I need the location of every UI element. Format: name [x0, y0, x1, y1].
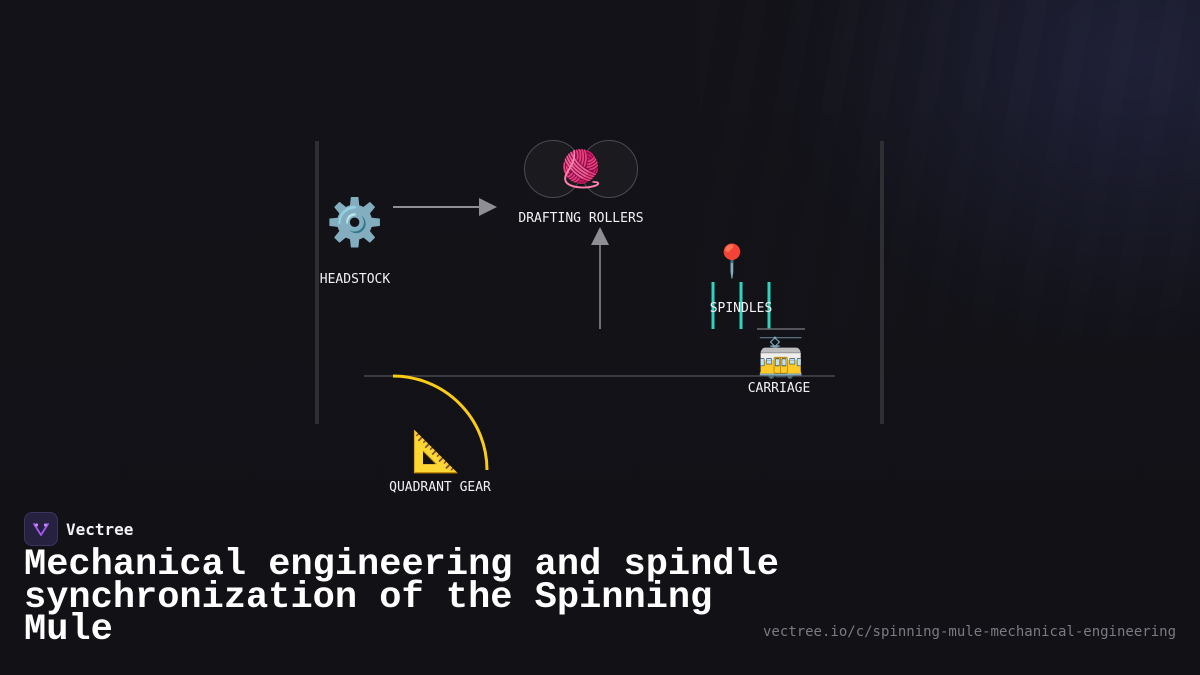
quadrant-gear-label: QUADRANT GEAR: [389, 480, 491, 495]
headstock-node: ⚙️ HEADSTOCK: [320, 195, 391, 287]
brand: Vectree: [24, 512, 133, 546]
yarn-ball-icon: 🧶: [559, 148, 604, 190]
page-title: Mechanical engineering and spindle synch…: [24, 544, 779, 651]
spindles-node: 📍 SPINDLES: [710, 242, 773, 329]
background-rays: [700, 0, 1200, 675]
gear-icon: ⚙️: [326, 195, 383, 249]
carriage-node: 🚋 CARRIAGE: [748, 328, 811, 396]
quadrant-gear-node: 📐 QUADRANT GEAR: [389, 374, 491, 495]
tram-car-icon: 🚋: [757, 336, 804, 380]
brand-name: Vectree: [66, 519, 134, 539]
vectree-logo-icon: [24, 512, 58, 546]
roller-right: [580, 140, 638, 198]
carriage-label: CARRIAGE: [748, 381, 811, 396]
drafting-rollers-label: DRAFTING ROLLERS: [518, 211, 643, 226]
round-pushpin-icon: 📍: [712, 242, 752, 280]
quadrant-arc: [392, 374, 489, 471]
headstock-label: HEADSTOCK: [320, 272, 391, 287]
page-url: vectree.io/c/spinning-mule-mechanical-en…: [762, 624, 1176, 640]
spindles-label: SPINDLES: [710, 301, 773, 316]
triangular-ruler-icon: 📐: [411, 428, 461, 475]
drafting-rollers-node: 🧶 DRAFTING ROLLERS: [518, 140, 644, 226]
